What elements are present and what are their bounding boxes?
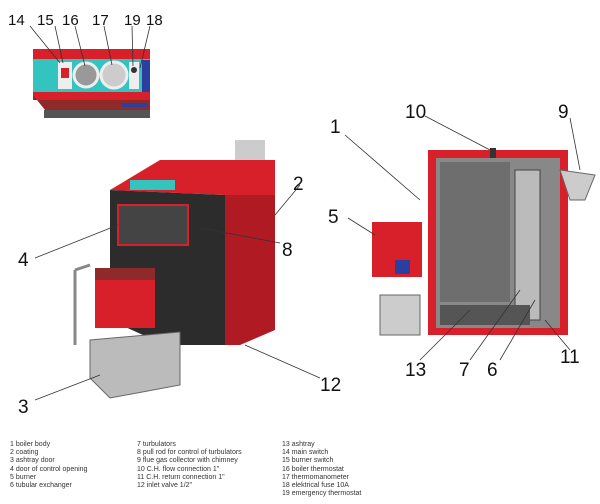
legend-item: 2 coating	[10, 449, 39, 457]
legend-item: 3 ashtray door	[10, 457, 55, 465]
legend-item: 6 tubular exchanger	[10, 482, 72, 490]
legend-item: 13 ashtray	[282, 441, 315, 448]
legend-item: 11 C.H. return connection 1"	[137, 473, 225, 481]
callout-14: 14	[8, 12, 25, 29]
legend-item: 16 boiler thermostat	[282, 465, 344, 473]
callout-4: 4	[18, 250, 29, 271]
callout-7: 7	[459, 360, 470, 381]
callout-8: 8	[282, 240, 293, 261]
emergency-thermostat-icon	[129, 62, 139, 89]
panel-leader-lines	[29, 25, 151, 69]
thermomanometer-icon	[99, 60, 129, 90]
callout-10: 10	[405, 102, 426, 123]
legend-item: 5 burner	[10, 473, 37, 481]
legend-column-1: 1 boiler body 2 coating 3 ashtray door 4…	[10, 441, 87, 490]
boiler-external-view	[73, 140, 275, 399]
boiler-section-view	[372, 148, 596, 336]
callout-9: 9	[558, 102, 569, 123]
legend-item: 14 main switch	[282, 449, 329, 457]
legend-item: 8 pull rod for control of turbulators	[137, 449, 242, 457]
legend-item: 18 elektrical fuse 10A	[282, 482, 349, 490]
callout-17: 17	[92, 12, 109, 29]
callout-3: 3	[18, 397, 29, 418]
fuse-icon	[142, 60, 150, 92]
legend-item: 19 emergency thermostat	[282, 490, 362, 498]
legend-item: 10 C.H. flow connection 1"	[137, 465, 220, 473]
legend-column-3: 13 ashtray 14 main switch 15 burner swit…	[282, 441, 361, 498]
legend-item: 15 burner switch	[282, 457, 334, 465]
legend-item: 17 thermomanometer	[282, 473, 349, 481]
legend-item: 1 boiler body	[10, 441, 51, 448]
legend-item: 12 inlet valve 1/2"	[137, 482, 193, 490]
callout-12: 12	[320, 375, 341, 396]
callout-1: 1	[330, 117, 341, 138]
callout-11: 11	[560, 347, 580, 368]
legend-item: 9 flue gas collector with chimney	[137, 457, 238, 465]
boiler-thermostat-icon	[72, 61, 100, 89]
legend-item: 7 turbulators	[137, 441, 176, 448]
legend-item: 4 door of control opening	[10, 465, 88, 473]
callout-16: 16	[62, 12, 79, 29]
callout-15: 15	[37, 12, 54, 29]
callout-18: 18	[146, 12, 163, 29]
callout-19: 19	[124, 12, 141, 29]
callout-2: 2	[293, 174, 304, 195]
callout-6: 6	[487, 360, 498, 381]
legend-column-2: 7 turbulators 8 pull rod for control of …	[137, 441, 242, 490]
main-leader-lines	[34, 115, 581, 401]
callout-13: 13	[405, 360, 426, 381]
control-panel-detail	[33, 49, 150, 118]
callout-5: 5	[328, 207, 339, 228]
